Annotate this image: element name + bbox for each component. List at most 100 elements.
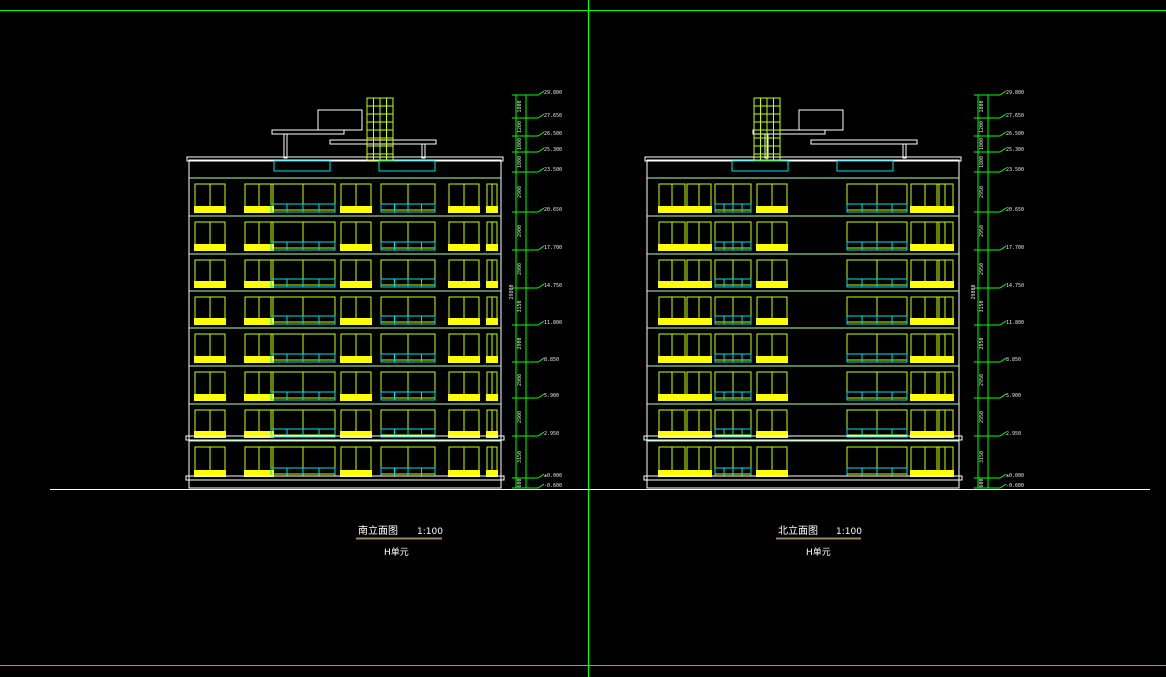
balcony-slab bbox=[756, 431, 788, 438]
balcony-slab bbox=[244, 244, 274, 251]
south-elevation-caption: 南立面图 1:100 H单元 bbox=[356, 524, 443, 558]
level-value: 25.300 bbox=[544, 147, 562, 153]
elevation-marker bbox=[537, 283, 545, 289]
north-elevation-dimensions: 1800120010001800295029502950315029502950… bbox=[971, 90, 1024, 489]
south-elevation-unit: H单元 bbox=[384, 546, 409, 558]
balcony-slab bbox=[936, 318, 954, 325]
level-value: 5.900 bbox=[544, 393, 559, 399]
balcony-slab bbox=[936, 356, 954, 363]
balcony-slab bbox=[910, 206, 940, 213]
base-course bbox=[185, 475, 505, 481]
roof-machine-room bbox=[798, 109, 844, 131]
balcony-slab bbox=[340, 244, 372, 251]
level-value: 20.650 bbox=[1006, 207, 1024, 213]
level-value: 5.900 bbox=[1006, 393, 1021, 399]
balcony-slab bbox=[448, 470, 480, 477]
balcony-slab bbox=[936, 281, 954, 288]
south-elevation-dimensions: 1800120010001800290029002900315029002900… bbox=[509, 90, 562, 489]
balcony-slab bbox=[658, 244, 686, 251]
elevation-marker bbox=[537, 207, 545, 213]
elevation-marker bbox=[999, 245, 1007, 251]
elevation-marker bbox=[999, 207, 1007, 213]
dimension-value: 600 bbox=[517, 478, 523, 487]
balcony-slab bbox=[658, 281, 686, 288]
level-value: 26.500 bbox=[544, 131, 562, 137]
dimension-value: 2900 bbox=[517, 186, 523, 198]
level-value: ±0.000 bbox=[544, 473, 562, 479]
balcony-slab bbox=[910, 394, 940, 401]
balcony-slab bbox=[194, 206, 226, 213]
balcony-slab bbox=[686, 394, 712, 401]
roof-canopy-right bbox=[329, 139, 437, 145]
balcony-slab bbox=[686, 431, 712, 438]
dimension-value: 2900 bbox=[517, 337, 523, 349]
balcony-slab bbox=[658, 356, 686, 363]
elevation-marker bbox=[537, 90, 545, 96]
balcony-slab bbox=[756, 356, 788, 363]
elevation-marker bbox=[999, 483, 1007, 489]
balcony-slab bbox=[448, 394, 480, 401]
balcony-slab bbox=[194, 394, 226, 401]
balcony-slab bbox=[658, 206, 686, 213]
dimension-value: 600 bbox=[979, 478, 985, 487]
balcony-slab bbox=[194, 281, 226, 288]
dimension-value: 3150 bbox=[979, 451, 985, 463]
balcony-slab bbox=[658, 431, 686, 438]
balcony-slab bbox=[686, 470, 712, 477]
elevation-marker bbox=[537, 431, 545, 437]
balcony-slab bbox=[756, 470, 788, 477]
level-value: 2.950 bbox=[1006, 431, 1021, 437]
balcony-slab bbox=[340, 206, 372, 213]
balcony-slab bbox=[658, 470, 686, 477]
balcony-slab bbox=[340, 318, 372, 325]
elevation-marker bbox=[999, 473, 1007, 479]
dimension-value: 1800 bbox=[979, 100, 985, 112]
dimension-value: 2950 bbox=[979, 374, 985, 386]
level-value: 29.800 bbox=[1006, 90, 1024, 96]
balcony-slab bbox=[936, 470, 954, 477]
north-elevation-unit: H单元 bbox=[806, 546, 831, 558]
elevation-marker bbox=[999, 90, 1007, 96]
balcony-slab bbox=[340, 356, 372, 363]
level-value: 17.700 bbox=[1006, 245, 1024, 251]
level-value: 8.850 bbox=[1006, 357, 1021, 363]
south-elevation-building bbox=[185, 97, 505, 489]
level-value: -0.600 bbox=[1006, 483, 1024, 489]
balcony-slab bbox=[486, 244, 498, 251]
balcony-slab bbox=[686, 244, 712, 251]
level-value: 26.500 bbox=[1006, 131, 1024, 137]
elevation-marker bbox=[537, 483, 545, 489]
balcony-slab bbox=[244, 394, 274, 401]
roof-railing-right bbox=[836, 160, 894, 172]
balcony-slab bbox=[244, 431, 274, 438]
balcony-slab bbox=[340, 470, 372, 477]
balcony-slab bbox=[340, 431, 372, 438]
balcony-slab bbox=[244, 281, 274, 288]
balcony-slab bbox=[194, 244, 226, 251]
balcony-slab bbox=[244, 470, 274, 477]
balcony-slab bbox=[756, 318, 788, 325]
north-elevation-caption: 北立面图 1:100 H单元 bbox=[776, 524, 862, 558]
south-elevation-scale: 1:100 bbox=[417, 527, 443, 537]
balcony-slab bbox=[194, 470, 226, 477]
balcony-slab bbox=[686, 318, 712, 325]
balcony-slab bbox=[194, 318, 226, 325]
roof-canopy-right bbox=[810, 139, 918, 145]
dimension-value: 1800 bbox=[979, 156, 985, 168]
elevation-marker bbox=[999, 131, 1007, 137]
elevation-marker bbox=[999, 431, 1007, 437]
dimension-value: 3150 bbox=[517, 300, 523, 312]
balcony-slab bbox=[658, 318, 686, 325]
balcony-slab bbox=[756, 206, 788, 213]
string-course bbox=[643, 435, 963, 441]
balcony-slab bbox=[244, 356, 274, 363]
balcony-slab bbox=[244, 318, 274, 325]
level-value: 14.750 bbox=[544, 283, 562, 289]
level-value: 20.650 bbox=[544, 207, 562, 213]
balcony-slab bbox=[658, 394, 686, 401]
elevation-marker bbox=[537, 320, 545, 326]
elevation-marker bbox=[537, 131, 545, 137]
